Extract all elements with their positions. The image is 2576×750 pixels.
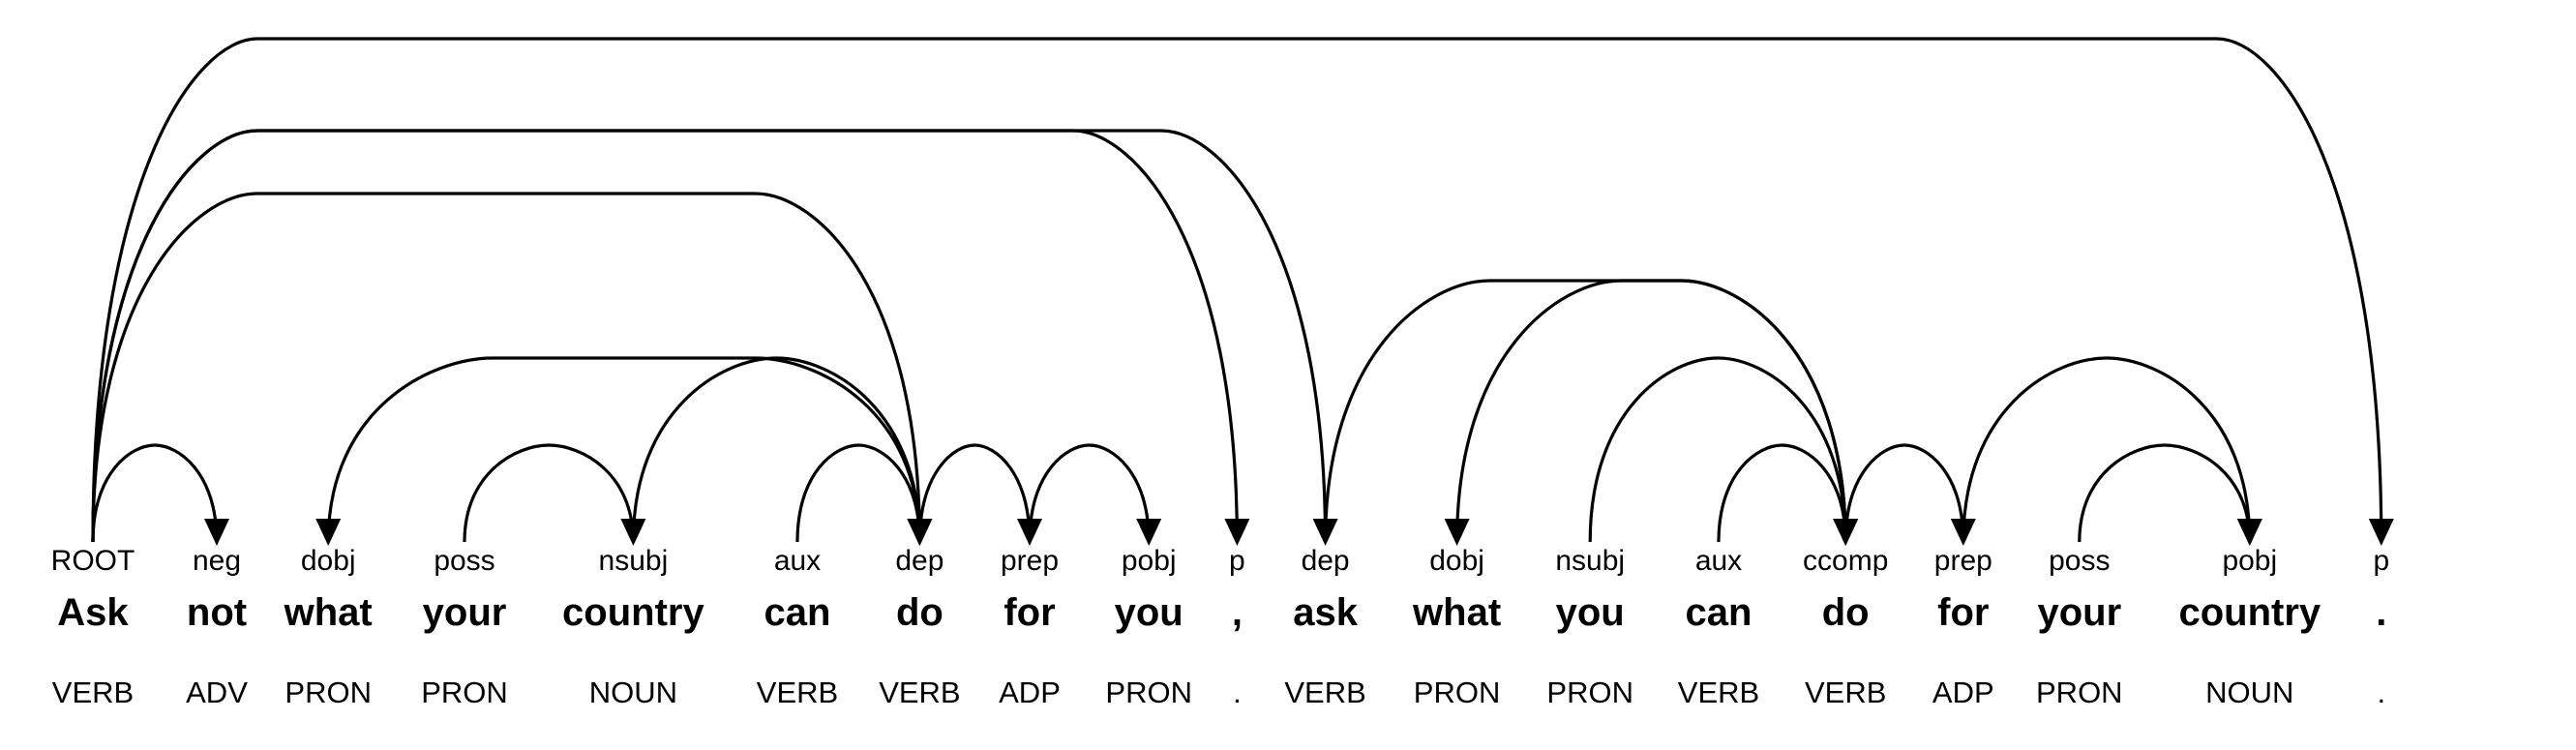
relation-label-11: dobj [1429, 545, 1484, 577]
arc-layer [91, 37, 2394, 546]
dependency-arc-dep [91, 192, 921, 543]
dependency-arc-nsubj [631, 356, 921, 543]
token-word-6: do [896, 591, 944, 634]
dependency-arc-neg [91, 443, 219, 543]
dependency-arc-aux [795, 443, 921, 543]
dependency-arc-ccomp [1324, 279, 1847, 543]
token-pos-2: PRON [285, 675, 372, 709]
token-pos-8: PRON [1105, 675, 1192, 709]
token-pos-17: NOUN [2205, 675, 2293, 709]
relation-label-6: dep [895, 545, 944, 577]
dependency-arc-poss [463, 443, 635, 543]
token-pos-12: PRON [1546, 675, 1633, 709]
relation-label-9: p [1229, 545, 1245, 577]
token-word-7: for [1003, 591, 1055, 634]
arrow-head-pobj [1136, 519, 1162, 546]
arrow-head-p [2368, 519, 2394, 546]
token-word-0: Ask [57, 591, 129, 634]
token-word-11: what [1412, 591, 1501, 634]
token-pos-5: VERB [757, 675, 838, 709]
token-word-15: for [1937, 591, 1989, 634]
token-word-5: can [764, 591, 831, 634]
token-pos-11: PRON [1414, 675, 1501, 709]
token-pos-3: PRON [421, 675, 508, 709]
relation-label-0: ROOT [51, 545, 135, 577]
dependency-arc-dep [91, 129, 1328, 543]
token-word-10: ask [1293, 591, 1358, 634]
token-word-4: country [562, 591, 704, 634]
token-pos-7: ADP [999, 675, 1061, 709]
token-pos-18: . [2377, 675, 2385, 709]
token-word-8: you [1115, 591, 1183, 634]
relation-label-16: poss [2049, 545, 2110, 577]
token-pos-15: ADP [1932, 675, 1994, 709]
token-word-9: , [1232, 591, 1243, 634]
token-word-3: your [423, 591, 507, 634]
token-pos-16: PRON [2036, 675, 2123, 709]
dependency-arc-poss [2078, 443, 2252, 543]
pos-tag-layer: VERB ADV PRON PRON NOUN VERB VERB ADP PRON. VERB P… [52, 675, 2385, 709]
relation-label-3: poss [434, 545, 494, 577]
token-pos-6: VERB [879, 675, 960, 709]
arrow-head-dobj [315, 519, 342, 546]
relation-label-12: nsubj [1555, 545, 1625, 577]
relation-label-2: dobj [301, 545, 356, 577]
relation-label-7: prep [1001, 545, 1059, 577]
relation-label-18: p [2373, 545, 2389, 577]
token-word-1: not [187, 591, 247, 634]
dependency-arc-aux [1717, 443, 1847, 543]
dependency-arc-nsubj [1588, 356, 1847, 543]
relation-label-5: aux [774, 545, 821, 577]
dependency-arc-dobj [1455, 279, 1847, 543]
token-word-13: can [1686, 591, 1752, 634]
token-word-17: country [2178, 591, 2321, 634]
token-pos-4: NOUN [589, 675, 677, 709]
dependency-arc-pobj [1962, 356, 2252, 543]
token-word-12: you [1556, 591, 1625, 634]
arrow-head-dobj [1444, 519, 1470, 546]
token-pos-0: VERB [52, 675, 134, 709]
token-word-14: do [1822, 591, 1870, 634]
arrow-head-neg [204, 519, 229, 546]
relation-label-13: aux [1695, 545, 1742, 577]
dependency-arc-prep [1843, 443, 1965, 543]
relation-label-10: dep [1302, 545, 1350, 577]
arrow-head-p [1224, 519, 1250, 546]
relation-label-4: nsubj [599, 545, 669, 577]
token-pos-10: VERB [1284, 675, 1365, 709]
relation-label-1: neg [193, 545, 241, 577]
relation-label-14: ccomp [1803, 545, 1888, 577]
dependency-arc-prep [917, 443, 1032, 543]
relation-label-layer: ROOT neg dobj poss nsubj aux dep prep pobj p dep do… [51, 545, 2389, 577]
token-pos-14: VERB [1805, 675, 1886, 709]
dependency-arc-pobj [1028, 443, 1151, 543]
token-word-16: your [2037, 591, 2121, 634]
dependency-arc-dobj [326, 356, 921, 543]
token-pos-9: . [1233, 675, 1242, 709]
dependency-arc-p [91, 37, 2383, 543]
token-pos-13: VERB [1678, 675, 1759, 709]
token-word-2: what [284, 591, 373, 634]
token-pos-1: ADV [186, 675, 248, 709]
token-word-18: . [2376, 591, 2386, 634]
relation-label-15: prep [1934, 545, 1992, 577]
relation-label-8: pobj [1122, 545, 1177, 577]
arrow-head-pobj [2236, 519, 2262, 546]
relation-label-17: pobj [2222, 545, 2277, 577]
